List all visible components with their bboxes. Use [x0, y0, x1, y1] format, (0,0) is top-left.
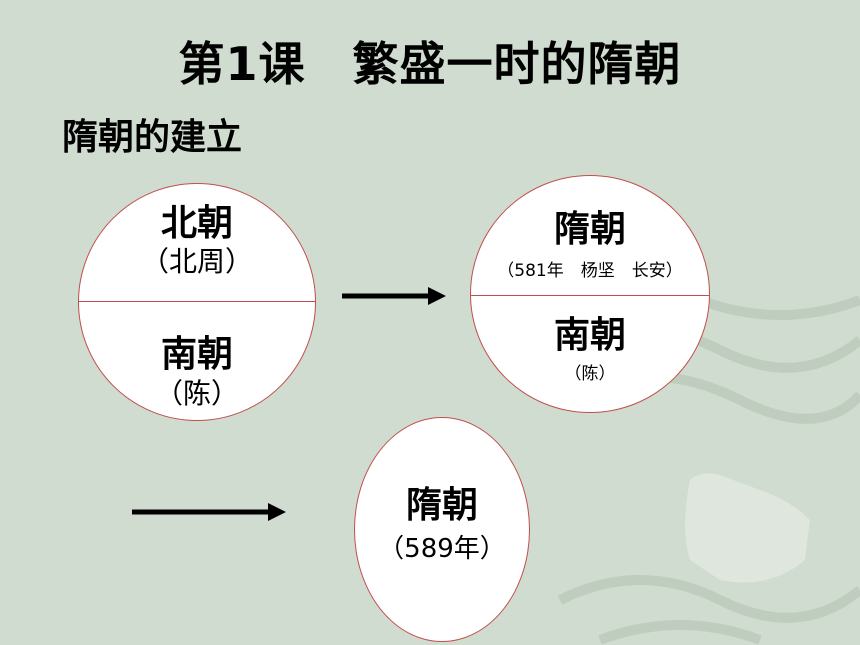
- circle-divider: [471, 295, 709, 296]
- south-dynasty-label: 南朝: [553, 315, 626, 356]
- south-dynasty-sub: （陈）: [154, 377, 239, 410]
- north-dynasty-sub: （北周）: [140, 245, 253, 278]
- south-dynasty-label: 南朝: [160, 334, 233, 375]
- unification-year: （589年）: [378, 534, 506, 564]
- sui-dynasty-label: 隋朝: [553, 209, 626, 250]
- circle-sui-south: 隋朝 （581年 杨坚 长安） 南朝 （陈）: [470, 175, 710, 413]
- sui-founding-info: （581年 杨坚 长安）: [497, 261, 683, 281]
- circle-sui-unified: 隋朝 （589年）: [354, 417, 530, 642]
- circle-north-south: 北朝 （北周） 南朝 （陈）: [78, 183, 316, 421]
- circle-divider: [79, 301, 315, 302]
- section-heading: 隋朝的建立: [62, 117, 243, 158]
- sui-dynasty-label: 隋朝: [405, 485, 478, 526]
- south-dynasty-sub: （陈）: [564, 364, 616, 384]
- page-title: 第1课 繁盛一时的隋朝: [178, 37, 682, 91]
- arrow-2: [132, 503, 286, 521]
- north-dynasty-label: 北朝: [160, 203, 233, 244]
- arrow-1: [342, 287, 446, 305]
